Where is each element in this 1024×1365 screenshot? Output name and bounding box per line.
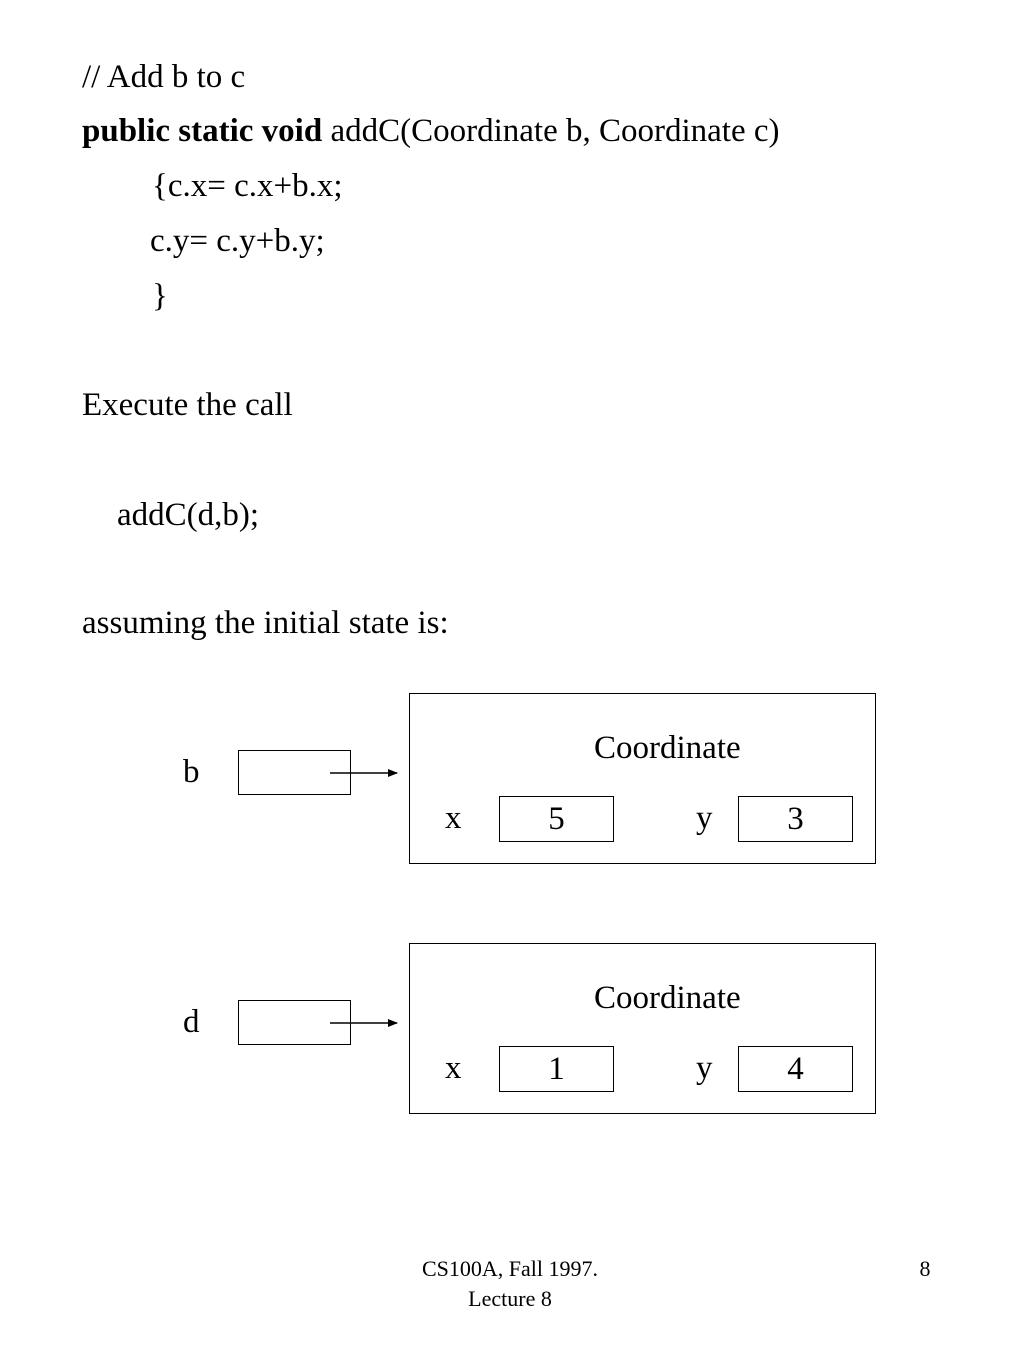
code-comment: // Add b to c	[82, 59, 246, 95]
method-signature: public static void addC(Coordinate b, Co…	[82, 111, 780, 151]
call-text: addC(d,b);	[117, 497, 260, 533]
field-label-x-d: x	[445, 1050, 462, 1086]
variable-label-d: d	[183, 1004, 200, 1040]
code-body-line-2: c.y= c.y+b.y;	[150, 223, 325, 259]
footer-lecture: Lecture 8	[468, 1286, 552, 1311]
signature-rest: addC(Coordinate b, Coordinate c)	[322, 113, 780, 149]
signature-keywords: public static void	[82, 113, 323, 149]
coordinate-object-box-d	[409, 943, 876, 1114]
field-value-y-d: 4	[738, 1046, 853, 1092]
execute-text: Execute the call	[82, 387, 293, 423]
variable-label-b: b	[183, 754, 200, 790]
coordinate-object-box-b	[409, 693, 876, 864]
field-value-x-b: 5	[499, 796, 614, 842]
page-number: 8	[919, 1256, 931, 1281]
coordinate-title-b: Coordinate	[594, 730, 741, 766]
assuming-text: assuming the initial state is:	[82, 605, 449, 641]
field-value-x-d: 1	[499, 1046, 614, 1092]
coordinate-title-d: Coordinate	[594, 980, 741, 1016]
field-label-y-d: y	[696, 1050, 713, 1086]
field-label-y-b: y	[696, 800, 713, 836]
field-value-y-b: 3	[738, 796, 853, 842]
code-body-line-3: }	[152, 278, 168, 314]
field-label-x-b: x	[445, 800, 462, 836]
code-body-line-1: {c.x= c.x+b.x;	[152, 168, 343, 204]
footer-course: CS100A, Fall 1997.	[421, 1256, 599, 1281]
